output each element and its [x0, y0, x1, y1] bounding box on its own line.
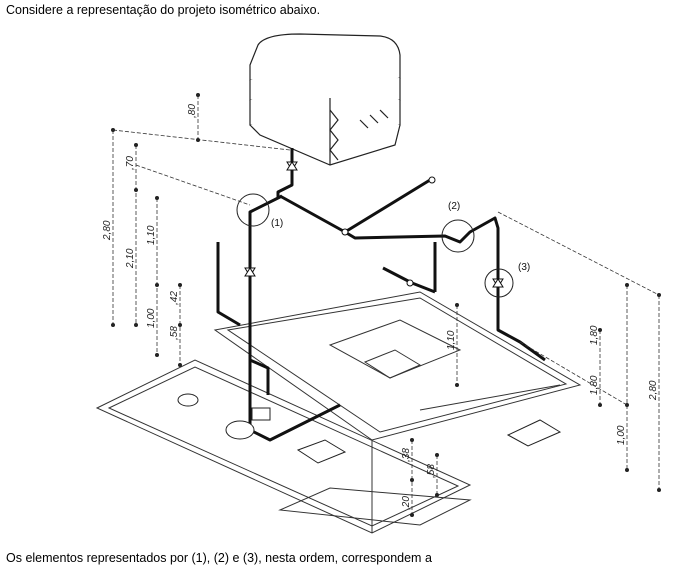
dim-right-180a: 1,80: [589, 325, 600, 345]
question-text: Os elementos representados por (1), (2) …: [6, 551, 432, 565]
dim-center-110: 1,10: [446, 330, 457, 350]
dim-left-low: 1,00: [146, 308, 157, 328]
callout-1: (1): [271, 218, 283, 229]
dim-bottom-20: ,20: [401, 496, 412, 510]
dimension-labels: 2,80 ,70 2,10 1,10 1,00 ,42 ,58 ,80 1,10…: [102, 104, 659, 510]
pipe-fittings: [244, 161, 504, 288]
dim-bottom-58: ,58: [426, 464, 437, 478]
dim-tank: ,80: [187, 104, 198, 118]
dim-left-58: ,58: [169, 326, 180, 340]
dimension-ticks: [111, 93, 661, 517]
dimension-lines: [112, 95, 660, 515]
callout-labels: (1) (2) (3): [271, 201, 530, 273]
room-floor-outline: [95, 291, 582, 534]
fixtures: [177, 393, 562, 464]
pipe-network: [216, 148, 546, 442]
dim-right-100: 1,00: [616, 425, 627, 445]
dim-bottom-38: ,38: [401, 448, 412, 462]
callout-circles: [236, 193, 514, 298]
intro-text: Considere a representação do projeto iso…: [6, 3, 321, 17]
floor-drain: [177, 393, 199, 407]
dim-left-upper: ,70: [125, 156, 136, 170]
dim-left-42: ,42: [169, 291, 180, 305]
callout-3: (3): [518, 262, 530, 273]
washbasin: [296, 439, 347, 464]
callout-2: (2): [448, 201, 460, 212]
dim-right-180b: 1,80: [589, 375, 600, 395]
dim-right-total: 2,80: [648, 380, 659, 401]
sink: [506, 419, 562, 447]
dim-left-total: 2,80: [102, 220, 113, 241]
dim-left-inner: 1,10: [146, 225, 157, 245]
water-tank: [249, 33, 401, 166]
toilet-tank: [251, 407, 271, 421]
dim-left-mid: 2,10: [125, 248, 136, 269]
toilet: [225, 420, 255, 440]
